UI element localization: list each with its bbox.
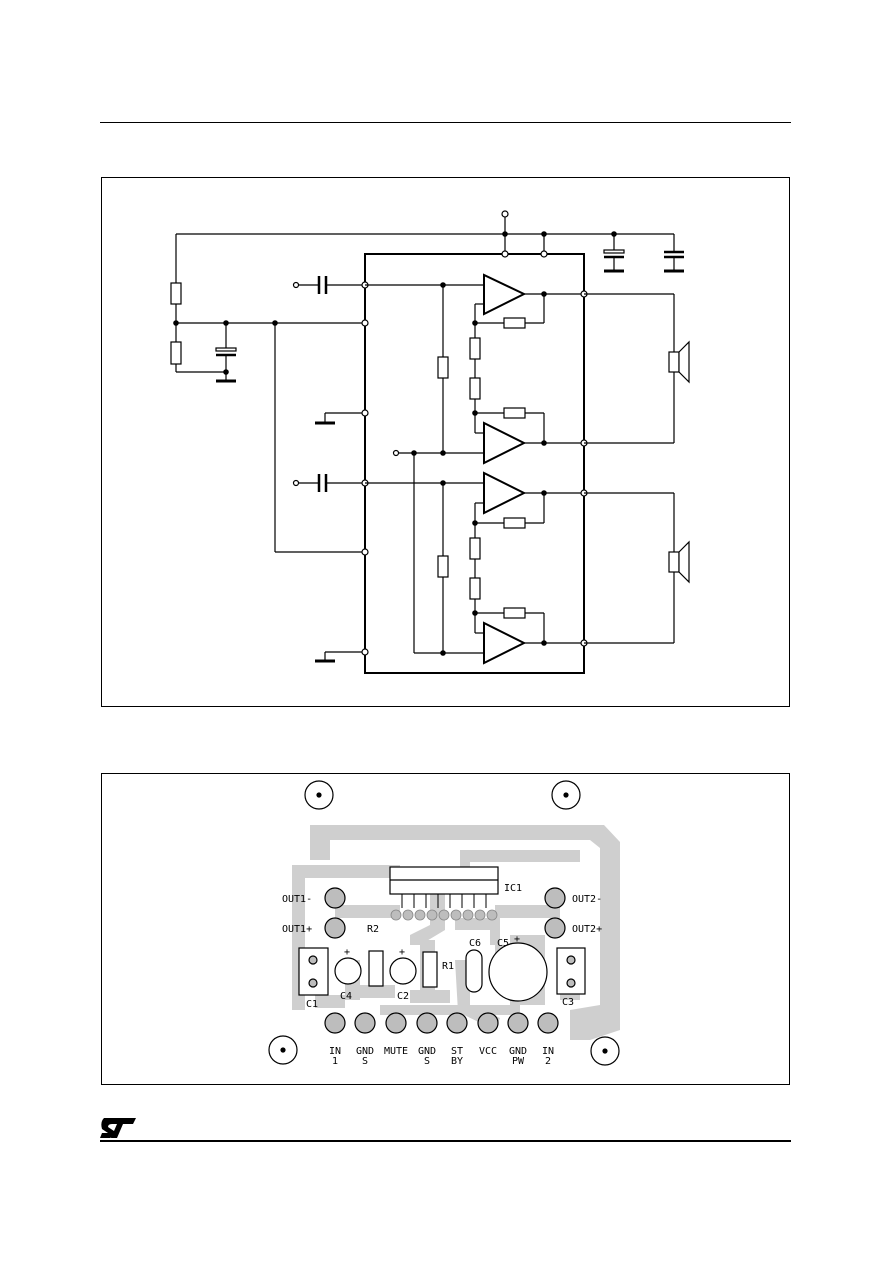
input-2-terminal	[292, 479, 300, 487]
pin-label: ST	[451, 1046, 463, 1057]
pin-label: MUTE	[384, 1046, 408, 1057]
pin-label: IN	[542, 1046, 554, 1057]
c2-label: C2	[397, 991, 409, 1002]
vcc-terminal	[501, 210, 509, 218]
pin-label: GND	[356, 1046, 374, 1057]
pin-labels: IN 1 GND S MUTE GND S ST BY VCC GND PW I…	[329, 1046, 554, 1067]
footer-rule	[100, 1140, 791, 1142]
c6-label: C6	[469, 938, 481, 949]
c1-label: C1	[306, 999, 318, 1010]
supply-capacitor	[664, 234, 684, 273]
pin-label: IN	[329, 1046, 341, 1057]
schematic-diagram	[170, 210, 690, 674]
r2-resistor	[368, 950, 384, 987]
output-pads	[324, 887, 566, 939]
speaker-1	[584, 293, 690, 444]
pin-label: GND	[418, 1046, 436, 1057]
bias-capacitor	[215, 323, 237, 383]
pcb-layout: IC1 OUT1- OUT1+ OUT2- OUT2+ R2 R1 C1 C4 …	[268, 780, 620, 1067]
ic1-pads	[390, 909, 498, 921]
r2-label: R2	[367, 924, 379, 935]
c5-capacitor	[488, 942, 548, 1002]
bias-resistor-bottom	[170, 341, 182, 365]
out1-minus-label: OUT1-	[282, 894, 312, 905]
c2-polarity: +	[399, 947, 405, 958]
pin-label: GND	[509, 1046, 527, 1057]
c4-polarity: +	[344, 947, 350, 958]
c3-label: C3	[562, 997, 574, 1008]
c5-label: C5	[497, 938, 509, 949]
pin-label: BY	[451, 1056, 463, 1067]
components	[298, 942, 586, 1002]
c4-capacitor	[334, 957, 362, 985]
c1-capacitor	[298, 947, 329, 996]
header-rule	[100, 122, 791, 123]
mounting-holes	[268, 780, 620, 1066]
pin-label: S	[424, 1056, 430, 1067]
out2-minus-label: OUT2-	[572, 894, 602, 905]
c4-label: C4	[340, 991, 352, 1002]
c5-polarity: +	[514, 934, 520, 945]
input-1-terminal	[292, 281, 300, 289]
c6-capacitor	[465, 949, 483, 993]
pin-label: 2	[545, 1056, 551, 1067]
ic-body	[364, 253, 585, 674]
pin-label: 1	[332, 1056, 338, 1067]
connector-pads	[324, 1012, 559, 1034]
st-logo	[100, 1118, 136, 1138]
out1-plus-label: OUT1+	[282, 924, 312, 935]
out2-plus-label: OUT2+	[572, 924, 602, 935]
supply-capacitor-electrolytic	[603, 234, 625, 273]
pin-label: PW	[512, 1056, 525, 1067]
pcb-frame	[101, 773, 790, 1085]
bias-resistor-top	[170, 282, 182, 305]
amplifier-channel-1	[469, 273, 588, 465]
pin-label: S	[362, 1056, 368, 1067]
ic1-package	[389, 866, 499, 908]
c2-capacitor	[389, 957, 417, 985]
r1-label: R1	[442, 961, 454, 972]
amplifier-channel-2	[469, 471, 588, 665]
speaker-2	[584, 492, 690, 644]
r1-resistor	[422, 951, 438, 988]
pin-label: VCC	[479, 1046, 497, 1057]
schematic-frame	[101, 177, 790, 707]
ic1-label: IC1	[504, 883, 522, 894]
